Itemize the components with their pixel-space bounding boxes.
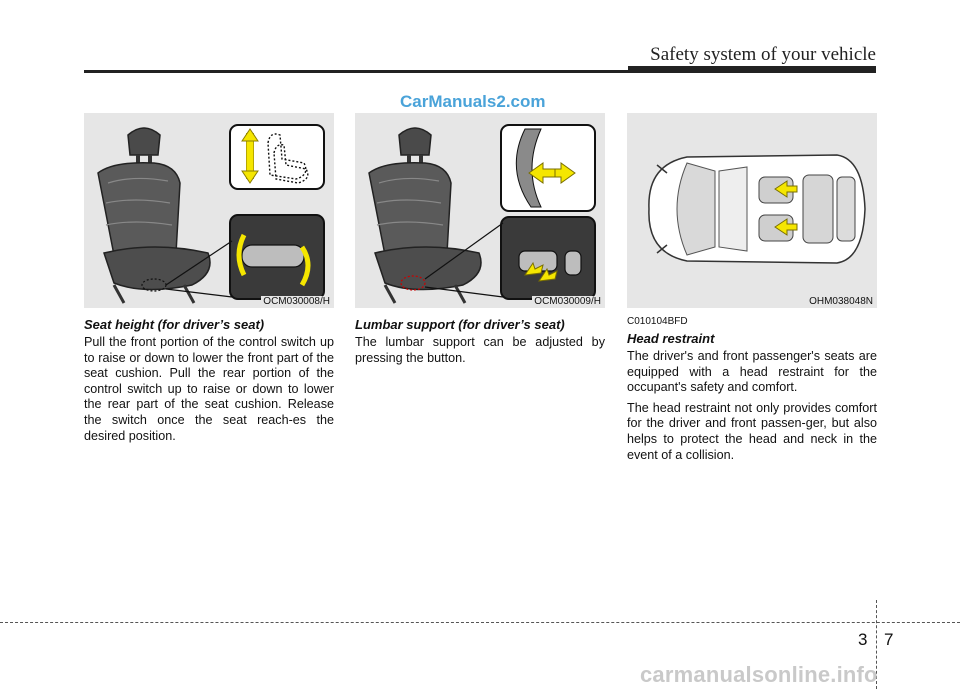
front-tilt-arrow-icon [236,233,247,277]
figure-code: OHM038048N [807,296,875,307]
seat-cushion-icon [103,246,211,291]
rear-tilt-arrow-icon [299,245,311,287]
seat-height-illustration [97,124,325,304]
section-header-title: Safety system of your vehicle [650,44,876,65]
page-number: 7 [884,630,894,649]
head-restraint-paragraph-1: The driver's and front passenger's seats… [627,349,877,395]
head-restraint-arrow-icon [774,180,798,198]
head-restraint-heading: Head restraint [627,331,715,346]
footer-divider [876,600,877,689]
head-restraint-figure: OHM038048N [627,113,877,308]
press-arrow-icon [523,261,544,276]
seat-back-icon [97,161,181,260]
seat-height-section: OCM030008/H Seat height (for driver’s se… [84,113,334,444]
lumbar-support-figure: OCM030009/H [355,113,605,308]
chapter-number: 3 [858,630,868,649]
section-code: C010104BFD [627,316,688,327]
rear-seat-icon [802,174,834,244]
head-restraint-arrow-icon [774,218,798,236]
figure-code: OCM030009/H [532,296,603,307]
lumbar-support-section: OCM030009/H Lumbar support (for driver’s… [355,113,605,366]
headrest-icon [127,127,161,156]
lumbar-illustration [368,124,596,304]
lumbar-out-arrow-icon [554,162,576,184]
seat-cushion-icon [374,246,482,291]
seat-switch-icon [241,244,305,268]
inset-lumbar [500,124,596,212]
car-top-view-illustration [648,154,866,264]
lumbar-support-heading: Lumbar support (for driver’s seat) [355,317,565,332]
seat-height-heading: Seat height (for driver’s seat) [84,317,265,332]
head-restraint-paragraph-2: The head restraint not only provides com… [627,400,877,462]
header-rule-accent [628,66,876,72]
figure-code: OCM030008/H [261,296,332,307]
seat-height-figure: OCM030008/H [84,113,334,308]
footer-rule [0,622,960,623]
footer-watermark[interactable]: carmanualsonline.info [640,662,878,687]
head-restraint-section: OHM038048N C010104BFD Head restraint The… [627,113,877,463]
site-watermark[interactable]: CarManuals2.com [400,92,546,111]
lumbar-support-paragraph: The lumbar support can be adjusted by pr… [355,335,605,365]
headrest-icon [398,127,432,156]
header-rule [84,70,876,73]
seat-back-icon [368,161,452,260]
seat-height-paragraph: Pull the front portion of the control sw… [84,335,334,443]
